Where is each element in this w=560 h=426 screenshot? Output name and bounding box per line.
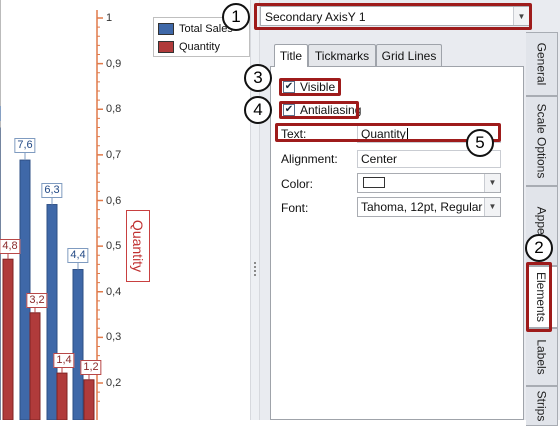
tab-label: Grid Lines [381,48,437,63]
text-input-value: Quantity [361,127,406,141]
side-tab-general[interactable]: General [526,32,558,96]
axis-tick-label: 0,5 [106,240,122,253]
side-tab-label: Strips [534,390,549,422]
chart-canvas [0,0,103,420]
text-input[interactable]: Quantity [357,125,501,143]
bar-value-label: 4,4 [67,247,89,263]
chart-preview: 1 0,9 0,8 0,7 0,6 0,5 0,4 0,3 0,2 3 7,6 6,3 4,4 4,8 3… [0,0,250,420]
splitter-grip-icon [254,262,257,278]
axis-title-text: Quantity [130,219,147,273]
side-tab-label: Elements [534,271,549,323]
text-label: Text: [281,127,307,141]
bar-value-label: 4,8 [0,239,21,255]
callout-1: 1 [222,3,250,31]
font-value: Tahoma, 12pt, Regular [361,200,483,214]
bar-quantity [29,312,41,420]
side-tab-strips[interactable]: Strips [526,386,558,426]
tab-control: Title Tickmarks Grid Lines ✔ Visible ✔ A… [270,44,524,420]
alignment-label: Alignment: [281,152,338,166]
properties-panel: Secondary AxisY 1 ▼ Title Tickmarks Grid… [260,0,560,426]
side-tab-scale-options[interactable]: Scale Options [526,96,558,186]
side-tab-label: Scale Options [534,103,549,179]
axis-tick-label: 0,4 [106,285,122,298]
callout-2: 2 [525,234,553,262]
side-tab-strip: General Scale Options Appear Elements La… [526,32,560,426]
color-picker[interactable]: ▼ [357,173,501,193]
callout-5: 5 [466,129,494,157]
side-tab-label: Labels [534,339,549,375]
bar-quantity [83,379,95,420]
legend-label: Quantity [179,41,220,53]
checkmark-icon[interactable]: ✔ [283,81,295,93]
side-tab-elements[interactable]: Elements [526,266,558,328]
axis-tick-label: 0,2 [106,377,122,389]
checkmark-icon[interactable]: ✔ [283,104,295,116]
bar-value-label: 1,2 [80,359,102,375]
color-swatch [363,177,385,188]
alignment-value: Center [361,152,398,166]
antialiasing-checkbox[interactable]: ✔ Antialiasing [283,102,361,118]
bar-total-sales [46,204,58,420]
bar-total-sales [19,159,31,420]
side-tab-labels[interactable]: Labels [526,328,558,386]
visible-label: Visible [300,80,336,94]
tab-tickmarks[interactable]: Tickmarks [308,44,376,66]
bar-quantity [2,258,14,420]
bar-value-label: 3 [0,106,2,121]
alignment-field[interactable]: Center [357,150,501,168]
element-selector-value: Secondary AxisY 1 [265,10,366,24]
bar-value-label: 6,3 [41,182,63,198]
chevron-down-icon[interactable]: ▼ [484,174,500,192]
chevron-down-icon[interactable]: ▼ [484,198,500,216]
axis-tick-label: 0,9 [106,57,122,70]
axis-tick-label: 0,8 [106,103,122,116]
callout-4: 4 [244,96,272,124]
panel-splitter[interactable] [250,0,260,420]
title-tab-page: ✔ Visible ✔ Antialiasing Text: Quantity … [270,66,524,420]
axis-tick-label: 0,7 [106,148,122,161]
tab-title[interactable]: Title [274,44,308,67]
font-picker[interactable]: Tahoma, 12pt, Regular ▼ [357,197,501,217]
chevron-down-icon[interactable]: ▼ [513,7,529,25]
bar-value-label: 1,4 [53,353,75,369]
visible-checkbox[interactable]: ✔ Visible [283,79,335,95]
element-selector-combo[interactable]: Secondary AxisY 1 ▼ [260,6,530,26]
bar-value-label: 3,2 [26,292,48,308]
axis-tick-label: 0,3 [106,331,122,344]
legend-item-total-sales: Total Sales [158,22,233,36]
tab-label: Tickmarks [314,48,370,63]
color-label: Color: [281,177,314,191]
legend-label: Total Sales [179,23,233,35]
text-caret [406,128,408,140]
font-label: Font: [281,201,309,215]
legend-swatch-blue [158,23,174,35]
bar-value-label: 7,6 [14,138,36,154]
bar-quantity [56,372,68,420]
tab-label: Title [279,49,303,63]
axis-tick-label: 0,6 [106,194,122,207]
bar-total-sales [72,269,84,420]
axis-tick-label: 1 [106,12,113,24]
secondary-axis-title[interactable]: Quantity [126,210,150,282]
side-tab-label: General [534,42,549,86]
legend-swatch-red [158,41,174,53]
legend-item-quantity: Quantity [158,40,220,54]
antialiasing-label: Antialiasing [300,103,362,117]
callout-3: 3 [244,64,272,92]
tab-grid-lines[interactable]: Grid Lines [376,44,442,66]
